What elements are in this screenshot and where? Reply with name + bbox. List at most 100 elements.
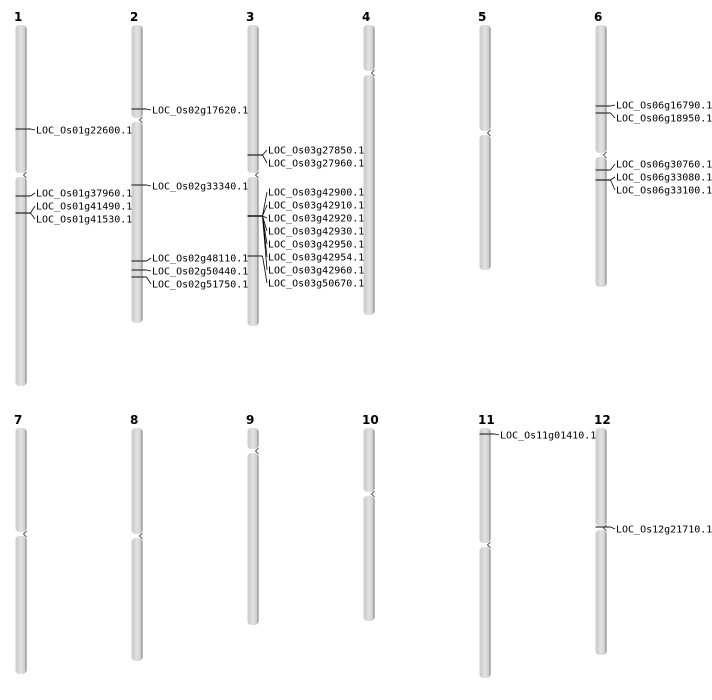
chromosome-number: 11 xyxy=(478,413,495,427)
gene-label: LOC_Os03g50670.1 xyxy=(268,279,364,290)
gene-label: LOC_Os02g50440.1 xyxy=(152,267,248,278)
chromosome-arm-long xyxy=(131,538,143,661)
chromosome-1: 1LOC_Os01g22600.1LOC_Os01g37960.1LOC_Os0… xyxy=(14,10,132,386)
gene-leader-line xyxy=(610,112,616,119)
chromosome-10: 10 xyxy=(362,413,379,621)
gene-label: LOC_Os03g27960.1 xyxy=(268,159,364,170)
gene-label: LOC_Os03g42930.1 xyxy=(268,227,364,238)
gene-leader-line xyxy=(30,212,36,220)
gene-leader-line xyxy=(30,128,36,131)
gene-leader-line xyxy=(262,154,268,164)
gene-label: LOC_Os06g30760.1 xyxy=(616,160,712,171)
gene-label: LOC_Os03g42910.1 xyxy=(268,201,364,212)
chromosome-arm-long xyxy=(15,177,27,386)
centromere xyxy=(22,171,27,179)
chromosome-2: 2LOC_Os02g17620.1LOC_Os02g33340.1LOC_Os0… xyxy=(130,10,248,323)
chromosome-arm-long xyxy=(247,177,259,326)
gene-leader-line xyxy=(262,149,268,156)
chromosome-number: 10 xyxy=(362,413,379,427)
centromere xyxy=(138,532,143,540)
gene-leader-line xyxy=(146,108,152,111)
chromosome-arm-long xyxy=(595,157,607,287)
gene-leader-line xyxy=(610,104,616,107)
gene-leader-line xyxy=(30,192,36,197)
gene-label: LOC_Os03g42950.1 xyxy=(268,240,364,251)
chromosome-number: 6 xyxy=(594,10,602,24)
chromosome-number: 2 xyxy=(130,10,138,24)
gene-leader-line xyxy=(262,191,268,217)
centromere xyxy=(138,116,143,124)
gene-label: LOC_Os01g22600.1 xyxy=(36,126,132,137)
gene-label: LOC_Os01g41490.1 xyxy=(36,202,132,213)
chromosome-6: 6LOC_Os06g16790.1LOC_Os06g18950.1LOC_Os0… xyxy=(594,10,712,287)
centromere xyxy=(254,171,259,179)
gene-label: LOC_Os06g18950.1 xyxy=(616,114,712,125)
centromere xyxy=(602,151,607,159)
chromosome-arm-short xyxy=(247,25,259,173)
gene-leader-line xyxy=(262,204,268,217)
chromosome-arm-short xyxy=(131,428,143,534)
chromosome-number: 9 xyxy=(246,413,254,427)
gene-label: LOC_Os02g48110.1 xyxy=(152,254,248,265)
chromosome-arm-short xyxy=(595,428,607,526)
chromosome-arm-short xyxy=(15,25,27,173)
chromosome-arm-long xyxy=(595,530,607,655)
chromosome-number: 3 xyxy=(246,10,254,24)
gene-leader-line xyxy=(146,184,152,187)
chromosome-3: 3LOC_Os03g27850.1LOC_Os03g27960.1LOC_Os0… xyxy=(246,10,364,326)
gene-leader-line xyxy=(610,179,616,191)
gene-leader-line xyxy=(494,433,500,436)
centromere xyxy=(370,69,375,77)
gene-leader-line xyxy=(146,276,152,285)
chromosome-4: 4 xyxy=(362,10,375,315)
gene-label: LOC_Os11g01410.1 xyxy=(500,431,596,442)
chromosome-arm-long xyxy=(479,135,491,270)
gene-leader-line xyxy=(610,176,616,181)
chromosome-number: 1 xyxy=(14,10,22,24)
chromosome-arm-short xyxy=(479,25,491,131)
gene-leader-line xyxy=(262,215,268,219)
chromosome-9: 9 xyxy=(246,413,259,625)
centromere xyxy=(254,447,259,455)
gene-label: LOC_Os03g42960.1 xyxy=(268,266,364,277)
gene-label: LOC_Os02g51750.1 xyxy=(152,280,248,291)
chromosome-arm-short xyxy=(595,25,607,153)
chromosome-arm-short xyxy=(247,428,259,449)
chromosome-7: 7 xyxy=(14,413,27,674)
centromere xyxy=(486,541,491,549)
gene-leader-line xyxy=(610,526,616,530)
centromere xyxy=(602,524,607,532)
chromosome-8: 8 xyxy=(130,413,143,661)
chromosome-number: 5 xyxy=(478,10,486,24)
gene-label: LOC_Os06g16790.1 xyxy=(616,101,712,112)
centromere xyxy=(486,129,491,137)
gene-leader-line xyxy=(30,205,36,214)
gene-label: LOC_Os02g17620.1 xyxy=(152,106,248,117)
chromosome-number: 12 xyxy=(594,413,611,427)
chromosome-arm-short xyxy=(363,25,375,71)
gene-leader-line xyxy=(262,215,268,271)
chromosome-arm-long xyxy=(15,536,27,674)
gene-label: LOC_Os01g41530.1 xyxy=(36,215,132,226)
gene-label: LOC_Os06g33100.1 xyxy=(616,186,712,197)
centromere xyxy=(370,490,375,498)
chromosome-5: 5 xyxy=(478,10,491,270)
chromosome-number: 4 xyxy=(362,10,370,24)
chromosome-number: 8 xyxy=(130,413,138,427)
chromosome-arm-short xyxy=(479,428,491,543)
chromosome-arm-short xyxy=(131,25,143,118)
chromosome-arm-long xyxy=(131,122,143,323)
gene-label: LOC_Os02g33340.1 xyxy=(152,182,248,193)
chromosome-number: 7 xyxy=(14,413,22,427)
chromosome-arm-long xyxy=(363,75,375,315)
gene-leader-line xyxy=(610,163,616,171)
gene-label: LOC_Os03g42954.1 xyxy=(268,253,364,264)
chromosome-arm-long xyxy=(363,496,375,621)
chromosome-arm-short xyxy=(15,428,27,532)
gene-leader-line xyxy=(146,257,152,262)
gene-leader-line xyxy=(146,269,152,272)
chromosome-arm-long xyxy=(479,547,491,678)
